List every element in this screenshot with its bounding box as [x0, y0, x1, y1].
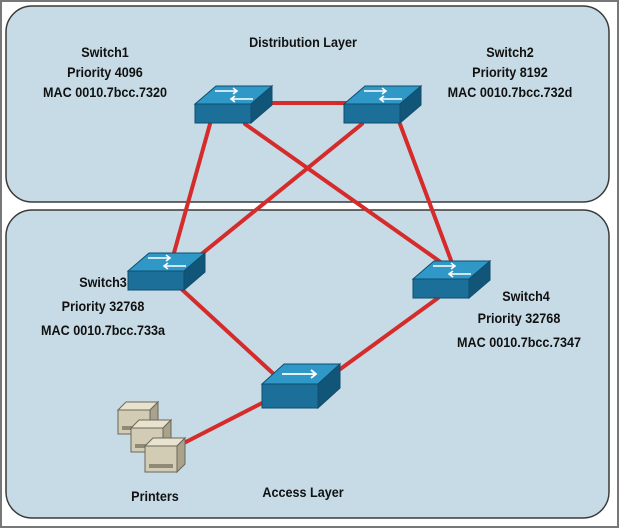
- switch3-name: Switch3: [79, 274, 127, 290]
- switch2-name: Switch2: [486, 44, 534, 60]
- printers-label: Printers: [131, 488, 179, 504]
- switch1-name: Switch1: [81, 44, 129, 60]
- switch1-icon[interactable]: [193, 84, 274, 125]
- switch1-mac: MAC 0010.7bcc.7320: [42, 84, 167, 100]
- printers-icon: [116, 400, 187, 474]
- switch2-icon[interactable]: [342, 84, 423, 125]
- switch4-mac: MAC 0010.7bcc.7347: [456, 334, 581, 350]
- switch3-priority: Priority 32768: [61, 298, 145, 314]
- link-switch4-access-switch: [326, 296, 440, 380]
- link-access-switch-printers: [180, 398, 270, 446]
- switch2-priority: Priority 8192: [472, 64, 548, 80]
- switch2-mac: MAC 0010.7bcc.732d: [447, 84, 573, 100]
- switch3-icon[interactable]: [126, 251, 207, 292]
- switch4-priority: Priority 32768: [477, 310, 561, 326]
- link-switch1-switch3: [170, 122, 212, 262]
- link-switch1-switch4: [243, 122, 444, 265]
- link-switch3-access-switch: [174, 282, 280, 380]
- link-switch2-switch4: [398, 122, 454, 265]
- links: [170, 101, 454, 446]
- switch4-icon[interactable]: [411, 259, 492, 300]
- access-switch-icon[interactable]: [260, 362, 342, 410]
- distribution-layer-title: Distribution Layer: [249, 34, 357, 50]
- switch3-mac: MAC 0010.7bcc.733a: [40, 322, 165, 338]
- switch4-name: Switch4: [502, 288, 550, 304]
- printer-front: [143, 436, 187, 474]
- access-layer-title: Access Layer: [262, 484, 344, 500]
- link-switch2-switch3: [186, 122, 364, 267]
- switch1-priority: Priority 4096: [67, 64, 143, 80]
